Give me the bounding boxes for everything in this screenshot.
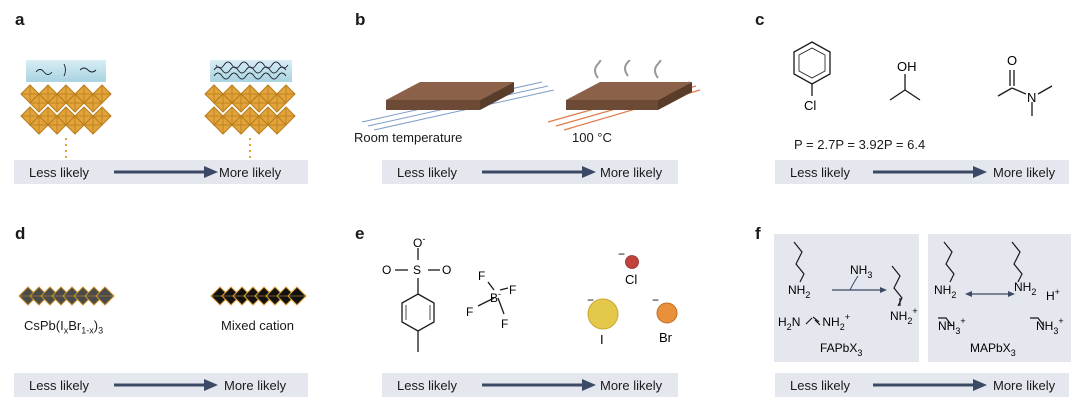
methylammonium-label: NH3+ — [938, 316, 966, 336]
perovskite-layer-left — [20, 60, 112, 158]
tosylate-oxygen-right: O — [442, 263, 451, 277]
fa-reaction-box — [774, 234, 919, 362]
arrow-right-icon — [873, 166, 987, 178]
mixed-halide-layer — [18, 286, 115, 306]
less-likely-label: Less likely — [29, 378, 89, 393]
bromide-ion — [656, 302, 678, 324]
less-likely-label: Less likely — [790, 378, 850, 393]
panel-d-illustration — [18, 286, 307, 306]
polarity-values: P = 2.7P = 3.92P = 6.4 — [794, 137, 926, 152]
tosylate-structure — [395, 248, 440, 352]
iodide-label: I — [600, 332, 604, 347]
less-likely-label: Less likely — [29, 165, 89, 180]
svg-text:−: − — [587, 293, 594, 307]
tosylate-sulfur: S — [413, 263, 421, 277]
chlorine-atom: Cl — [804, 98, 816, 113]
panel-e-anions: O- O S O F B- F F F − Cl − I − Br — [382, 234, 678, 352]
dimethylacetamide-structure — [997, 70, 1053, 116]
panel-letter-e: e — [355, 224, 365, 243]
more-likely-label: More likely — [224, 378, 287, 393]
methylammonium-label-right: NH3+ — [1036, 316, 1064, 336]
perovskite-layer-right — [204, 60, 296, 158]
arrow-right-icon — [482, 166, 596, 178]
hydroxyl-group: OH — [897, 59, 917, 74]
ma-equilibrium-arrow — [965, 291, 1015, 297]
room-temperature-label: Room temperature — [354, 130, 463, 145]
more-likely-label: More likely — [600, 165, 663, 180]
less-likely-label: Less likely — [397, 165, 457, 180]
more-likely-label: More likely — [993, 378, 1056, 393]
fluorine-atom-left: F — [466, 305, 473, 319]
panel-letter-f: f — [755, 224, 761, 243]
more-likely-label: More likely — [993, 165, 1056, 180]
likelihood-bar-a: Less likely More likely — [14, 160, 308, 184]
fa-reaction-arrow — [832, 275, 887, 293]
butylamine-label-ma: NH2 — [934, 283, 956, 300]
chloride-ion — [625, 255, 639, 269]
imine-product-label: NH2+ — [890, 306, 918, 326]
arrow-right-icon — [482, 379, 596, 391]
butylamine-label-ma-right: NH2 — [1014, 280, 1036, 297]
mixed-cation-layer — [210, 286, 307, 306]
arrow-right-icon — [114, 379, 218, 391]
tosylate-oxygen-left: O — [382, 263, 391, 277]
panel-letter-d: d — [15, 224, 26, 243]
substrate-heated — [547, 60, 701, 131]
butylamine-label: NH2 — [788, 283, 810, 300]
panel-a-illustration — [20, 60, 296, 158]
panel-c-molecules: Cl OH O N — [793, 41, 1053, 116]
proton-label: H+ — [1046, 287, 1060, 303]
ma-phase-label: MAPbX3 — [970, 341, 1016, 358]
more-likely-label: More likely — [600, 378, 663, 393]
bromide-label: Br — [659, 330, 673, 345]
panel-letter-b: b — [355, 10, 366, 29]
mixed-halide-formula: CsPb(IxBr1-x)3 — [24, 318, 104, 336]
arrow-right-icon — [873, 379, 987, 391]
more-likely-label: More likely — [219, 165, 282, 180]
likelihood-bar-f: Less likely More likely — [775, 373, 1069, 397]
heated-temperature-label: 100 °C — [572, 130, 612, 145]
fa-phase-label: FAPbX3 — [820, 341, 862, 358]
panel-b-illustration — [361, 60, 701, 131]
substrate-room-temperature — [361, 81, 555, 131]
isopropanol-structure — [889, 74, 921, 101]
ma-reaction-box — [928, 234, 1071, 362]
mixed-cation-label: Mixed cation — [221, 318, 294, 333]
tetrafluoroborate-structure — [477, 281, 509, 315]
fluorine-atom-right: F — [509, 283, 516, 297]
boron-atom: B- — [490, 289, 501, 305]
likelihood-bar-b: Less likely More likely — [382, 160, 678, 184]
panel-letter-a: a — [15, 10, 25, 29]
arrow-right-icon — [114, 166, 218, 178]
tosylate-oxygen-top: O- — [413, 234, 425, 250]
less-likely-label: Less likely — [790, 165, 850, 180]
chloride-label: Cl — [625, 272, 637, 287]
likelihood-bar-c: Less likely More likely — [775, 160, 1069, 184]
chlorobenzene-structure — [793, 41, 831, 96]
ammonia-label: NH3 — [850, 263, 872, 280]
less-likely-label: Less likely — [397, 378, 457, 393]
panel-letter-c: c — [755, 10, 765, 29]
fluorine-atom-bottom: F — [501, 317, 508, 331]
fluorine-atom-top: F — [478, 269, 485, 283]
halide-ions: − Cl − I − Br — [587, 247, 678, 347]
nitrogen-atom: N — [1027, 90, 1036, 105]
likelihood-bar-d: Less likely More likely — [14, 373, 308, 397]
oxygen-atom: O — [1007, 53, 1017, 68]
iodide-ion — [587, 298, 619, 330]
svg-text:−: − — [618, 247, 625, 261]
svg-text:−: − — [652, 293, 659, 307]
likelihood-bar-e: Less likely More likely — [382, 373, 678, 397]
